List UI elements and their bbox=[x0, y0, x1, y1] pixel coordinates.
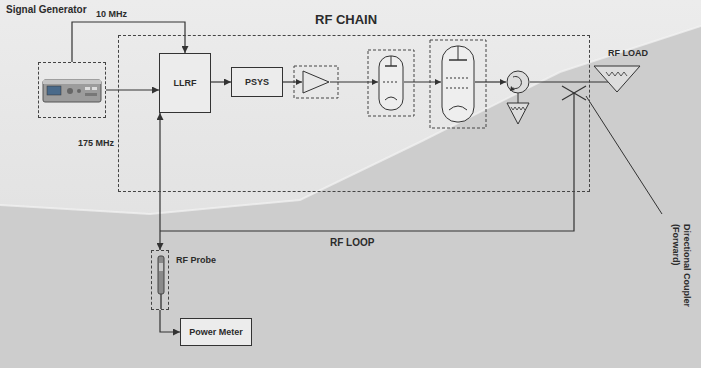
node-label: Power Meter bbox=[189, 327, 243, 337]
signal-connector bbox=[211, 81, 231, 82]
amplifier-symbol bbox=[303, 71, 329, 93]
rf-probe: RF Probe bbox=[151, 250, 169, 310]
tube-symbol bbox=[442, 46, 474, 122]
signal-generator: Signal Generator bbox=[38, 62, 106, 118]
signal-connector bbox=[160, 310, 180, 332]
circulator bbox=[507, 71, 529, 93]
rf-line bbox=[282, 81, 302, 82]
circulator-arrowhead bbox=[510, 86, 515, 91]
tube-envelope bbox=[442, 46, 474, 122]
tube-envelope bbox=[379, 56, 403, 110]
frequency-label: 175 MHz bbox=[78, 138, 114, 148]
resistor-symbol bbox=[606, 72, 627, 76]
probe-cable bbox=[160, 294, 162, 309]
signal-connector bbox=[159, 113, 160, 250]
tube-grid bbox=[446, 88, 470, 89]
node-heading: RF Probe bbox=[176, 255, 216, 265]
signal-connector bbox=[106, 89, 159, 90]
signal-generator-instrument bbox=[43, 80, 101, 102]
llrf-box: LLRF bbox=[159, 53, 211, 113]
tube-grid bbox=[446, 78, 470, 79]
tube-frame bbox=[430, 40, 486, 128]
resistor-symbol bbox=[511, 107, 525, 110]
tube-frame bbox=[368, 50, 414, 116]
probe-grip bbox=[159, 263, 163, 271]
instrument-button bbox=[85, 87, 90, 90]
frequency-label: 10 MHz bbox=[96, 9, 127, 19]
rf-line bbox=[330, 81, 378, 82]
tube-lead bbox=[458, 46, 459, 60]
rf-line bbox=[475, 81, 506, 82]
rf-loop-line bbox=[160, 93, 574, 231]
tube-grid bbox=[383, 82, 399, 83]
tube-lead bbox=[391, 56, 392, 66]
rf-load: RF LOAD bbox=[592, 48, 658, 94]
instrument-top bbox=[43, 80, 101, 84]
node-label: PSYS bbox=[245, 77, 269, 87]
loop-label: RF LOOP bbox=[330, 237, 374, 248]
rf-line bbox=[404, 81, 441, 82]
power-meter-box: Power Meter bbox=[180, 318, 252, 346]
instrument-button bbox=[85, 93, 97, 96]
ridge-line bbox=[0, 26, 701, 214]
tube-symbol bbox=[379, 56, 403, 110]
node-label: LLRF bbox=[174, 78, 197, 88]
instrument-knob bbox=[77, 89, 81, 93]
tube-cathode bbox=[449, 106, 467, 110]
instrument-knob bbox=[67, 88, 73, 94]
probe-body bbox=[158, 256, 164, 294]
tube-cathode bbox=[385, 97, 397, 100]
load-triangle bbox=[594, 66, 640, 92]
node-heading: Signal Generator bbox=[6, 4, 87, 15]
instrument-button bbox=[92, 87, 97, 90]
rf-chain-group: RF CHAINLLRFPSYS bbox=[118, 35, 590, 192]
circulator-arrow bbox=[513, 76, 521, 88]
dump-load-symbol bbox=[507, 103, 529, 124]
instrument-body bbox=[43, 80, 101, 102]
node-heading: RF CHAIN bbox=[315, 12, 377, 27]
instrument-screen bbox=[47, 86, 61, 95]
wire bbox=[518, 93, 519, 103]
rf-line bbox=[530, 81, 608, 82]
coupler-label: Directional Coupler (Forward) bbox=[670, 224, 692, 328]
psys-box: PSYS bbox=[231, 67, 283, 97]
node-heading: RF LOAD bbox=[608, 48, 648, 58]
landscape-shade bbox=[0, 26, 701, 368]
probe-symbol bbox=[152, 251, 168, 309]
leader-line bbox=[586, 96, 662, 214]
